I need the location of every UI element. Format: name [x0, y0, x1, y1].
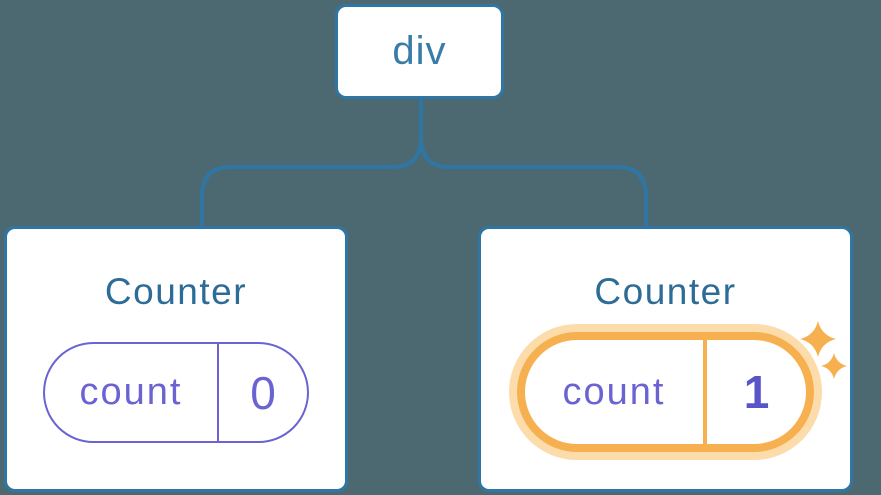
connector-right-branch	[419, 99, 648, 226]
state-pill: count 0	[43, 342, 309, 443]
state-pill-highlighted: count 1	[517, 332, 814, 452]
component-title: Counter	[594, 271, 737, 312]
root-node-label: div	[392, 29, 447, 73]
counter-card-right: Counter count 1	[478, 226, 853, 492]
connector-left-branch	[200, 99, 423, 226]
counter-card-left: Counter count 0	[4, 226, 348, 492]
state-value: 0	[250, 366, 276, 419]
root-node-div: div	[335, 4, 504, 99]
sparkle-large	[800, 321, 836, 357]
sparkles-icon	[800, 321, 847, 379]
state-label: count	[525, 340, 707, 444]
state-value: 1	[743, 366, 770, 418]
sparkle-small	[821, 353, 847, 379]
component-title: Counter	[104, 271, 248, 312]
state-label: count	[45, 344, 219, 441]
